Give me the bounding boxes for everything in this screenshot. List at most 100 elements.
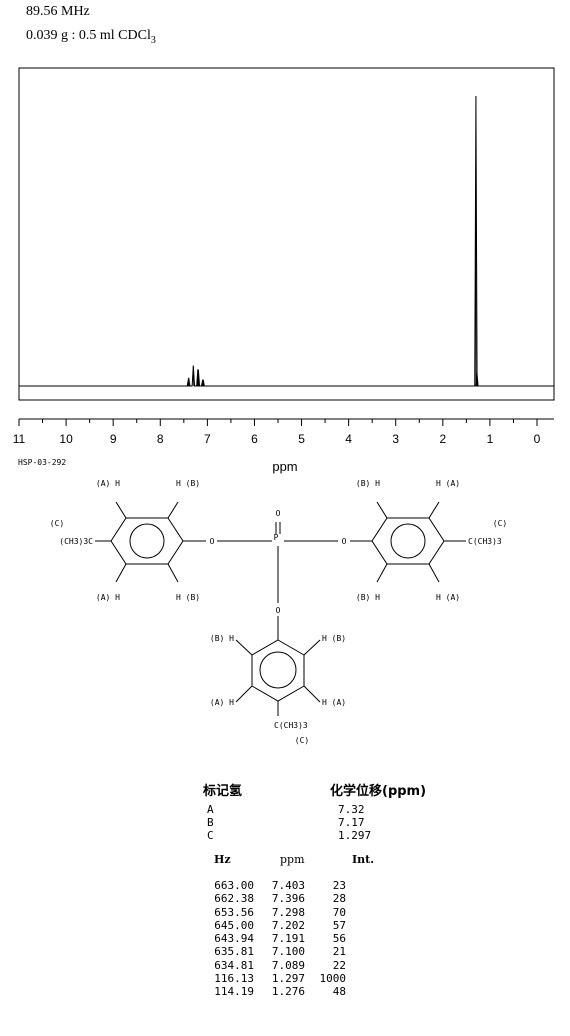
peak-hz-cell: 114.19 xyxy=(214,985,254,999)
plot-frame xyxy=(18,67,555,401)
peak-table-row: 114.19 1.276 48 xyxy=(205,985,346,998)
left-ha-top-bond xyxy=(115,501,127,519)
right-ring-aromatic-circle xyxy=(390,523,426,559)
sample-concentration-main: 0.039 g : 0.5 ml CDCl xyxy=(26,28,151,43)
x-tick-label: 2 xyxy=(439,432,446,446)
left-ester-oxygen: O xyxy=(210,537,215,546)
right-ha-top-bond xyxy=(428,501,440,519)
peak-int-cell: 21 xyxy=(332,945,346,959)
right-ha-bot-bond xyxy=(428,563,440,583)
structure-bonds xyxy=(95,501,466,716)
peak-hz-cell: 662.38 xyxy=(214,892,254,906)
bot-hb-right-bond xyxy=(303,639,321,656)
peak-table-row: 116.13 1.297 1000 xyxy=(205,972,346,985)
peak-ppm-cell: 7.298 xyxy=(271,905,305,919)
peak-ppm-cell: 1.276 xyxy=(271,985,305,999)
sample-concentration: 0.039 g : 0.5 ml CDCl3 xyxy=(26,28,156,46)
left-tbu-label: (CH3)3C xyxy=(59,537,93,546)
x-tick-label: 10 xyxy=(59,432,73,446)
right-ha-top-label: H (A) xyxy=(436,479,460,488)
molecular-structure: P O O O O (A) H H (B) (A) H H (B) (C) (C… xyxy=(50,479,507,745)
left-hb-top-label: H (B) xyxy=(176,479,200,488)
peak-int-cell: 70 xyxy=(332,905,346,919)
right-hb-top-bond xyxy=(376,501,388,519)
bottom-ring-aromatic-circle xyxy=(259,651,297,689)
peak-table-row: 645.00 7.202 57 xyxy=(205,919,346,932)
right-hb-bot-label: (B) H xyxy=(356,593,380,602)
peak-ppm-cell: 1.297 xyxy=(271,972,305,986)
x-tick-label: 8 xyxy=(157,432,164,446)
phosphorus-atom: P xyxy=(274,533,279,542)
peak-ppm-cell: 7.191 xyxy=(271,932,305,946)
bot-ha-left-bond xyxy=(235,685,253,703)
assignment-row-label: A xyxy=(207,803,214,816)
assignment-row: C 1.297 xyxy=(207,829,371,842)
peak-ppm-cell: 7.089 xyxy=(271,958,305,972)
peak-table-col-hz: Hz xyxy=(214,853,231,866)
peak-hz-cell: 634.81 xyxy=(214,958,254,972)
peak-table-row: 635.81 7.100 21 xyxy=(205,945,346,958)
bot-hb-left-bond xyxy=(235,639,253,656)
phosphoryl-oxygen: O xyxy=(276,509,281,518)
peak-ppm-cell: 7.403 xyxy=(271,879,305,892)
x-tick-label: 0 xyxy=(534,432,541,446)
bot-ha-left-label: (A) H xyxy=(210,698,234,707)
sample-code: HSP-03-292 xyxy=(18,458,67,467)
assignment-shift-header: 化学位移(ppm) xyxy=(330,784,427,799)
assignment-row-shift: 1.297 xyxy=(338,829,372,842)
spectrometer-frequency: 89.56 MHz xyxy=(26,4,90,19)
peak-table-row: 634.81 7.089 22 xyxy=(205,959,346,972)
x-tick-label: 5 xyxy=(298,432,305,446)
x-tick-label: 9 xyxy=(110,432,117,446)
peak-hz-cell: 635.81 xyxy=(214,945,254,959)
peak-int-cell: 22 xyxy=(332,958,346,972)
x-tick-label: 7 xyxy=(204,432,211,446)
left-ha-top-label: (A) H xyxy=(96,479,120,488)
peak-int-cell: 57 xyxy=(332,918,346,932)
left-hb-bot-label: H (B) xyxy=(176,593,200,602)
peak-table-col-int: Int. xyxy=(352,853,375,866)
peak-int-cell: 1000 xyxy=(319,972,347,986)
bottom-ester-oxygen: O xyxy=(276,606,281,615)
peak-int-cell: 23 xyxy=(332,879,346,892)
structure-labels: P O O O O (A) H H (B) (A) H H (B) (C) (C… xyxy=(50,479,507,745)
right-hb-bot-bond xyxy=(376,563,388,583)
right-ester-oxygen: O xyxy=(342,537,347,546)
left-benzene-ring xyxy=(110,517,184,565)
left-c-label: (C) xyxy=(50,519,64,528)
bottom-tbu-label: C(CH3)3 xyxy=(274,721,308,730)
left-ring-aromatic-circle xyxy=(129,523,165,559)
x-axis-label: ppm xyxy=(272,459,297,474)
x-tick-label: 3 xyxy=(392,432,399,446)
peak-ppm-cell: 7.202 xyxy=(271,918,305,932)
spectrum-trace xyxy=(19,95,554,387)
left-ha-bot-label: (A) H xyxy=(96,593,120,602)
x-tick-label: 4 xyxy=(345,432,352,446)
right-tbu-label: C(CH3)3 xyxy=(468,537,502,546)
assignment-row-label: C xyxy=(207,829,214,842)
peak-hz-cell: 643.94 xyxy=(214,932,254,946)
peak-hz-cell: 116.13 xyxy=(214,972,254,986)
bottom-c-label: (C) xyxy=(295,736,309,745)
peak-table-row: 662.38 7.396 28 xyxy=(205,892,346,905)
peak-hz-cell: 663.00 xyxy=(214,879,254,892)
peak-int-cell: 48 xyxy=(332,985,346,999)
peak-int-cell: 28 xyxy=(332,892,346,906)
peak-hz-cell: 645.00 xyxy=(214,918,254,932)
peak-ppm-cell: 7.100 xyxy=(271,945,305,959)
x-tick-label: 6 xyxy=(251,432,258,446)
peak-ppm-cell: 7.396 xyxy=(271,892,305,906)
left-hb-top-bond xyxy=(167,501,179,519)
peak-table-col-ppm: ppm xyxy=(280,853,305,866)
right-benzene-ring xyxy=(371,517,445,565)
sample-concentration-subscript: 3 xyxy=(150,34,156,46)
x-tick-label: 1 xyxy=(487,432,494,446)
